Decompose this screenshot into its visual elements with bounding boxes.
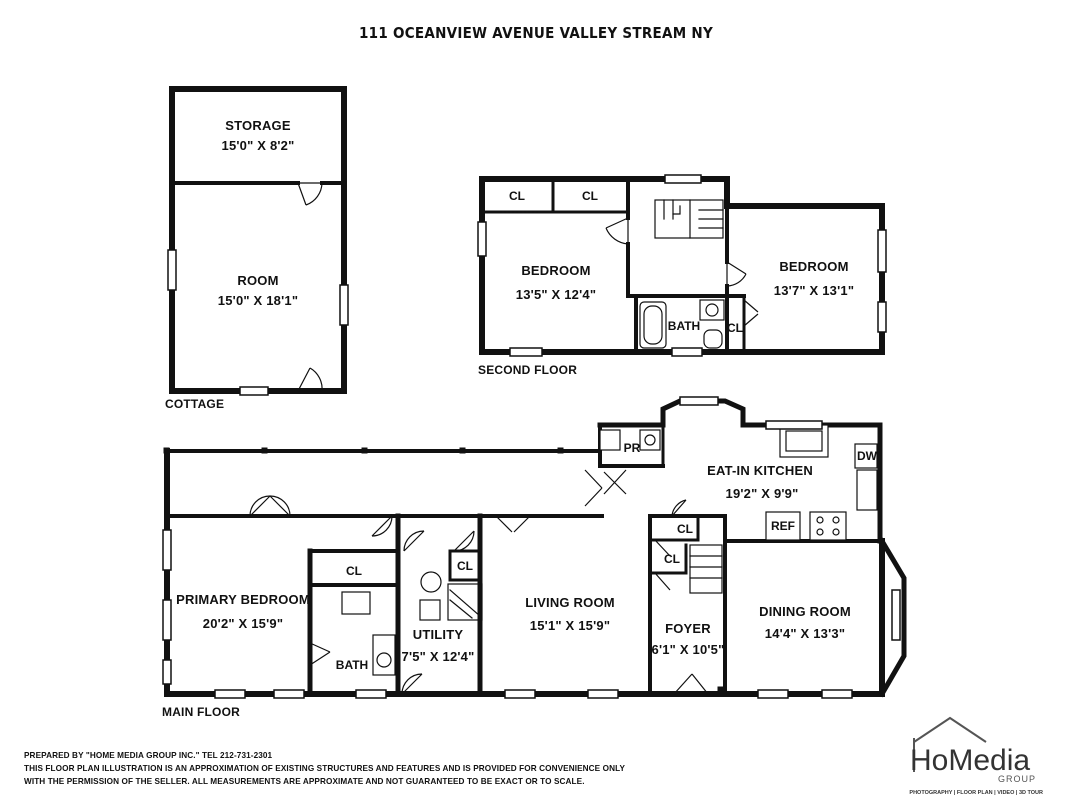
main-floor-label: MAIN FLOOR (162, 705, 240, 719)
cottage (167, 86, 349, 396)
foyer-dims: 6'1" X 10'5" (652, 642, 725, 657)
company-logo: HoMedia GROUP PHOTOGRAPHY | FLOOR PLAN |… (909, 716, 1043, 796)
refrigerator-label: REF (771, 519, 795, 533)
plan-title: 111 OCEANVIEW AVENUE VALLEY STREAM NY (359, 24, 713, 42)
storage-label: STORAGE (225, 118, 291, 133)
foyer-closet-label: CL (664, 552, 680, 566)
dining-room-label: DINING ROOM (759, 604, 851, 619)
powder-room-label: PR (624, 441, 641, 455)
logo-brand: HoMedia (910, 744, 1030, 777)
living-room-dims: 15'1" X 15'9" (530, 618, 610, 633)
kitchen-label: EAT-IN KITCHEN (707, 463, 813, 478)
disclaimer-line-3: WITH THE PERMISSION OF THE SELLER. ALL M… (24, 777, 585, 786)
storage-dims: 15'0" X 8'2" (222, 138, 295, 153)
primary-bedroom-dims: 20'2" X 15'9" (203, 616, 283, 631)
logo-group: GROUP (998, 774, 1036, 784)
closet-label-2: CL (582, 189, 598, 203)
cottage-floor-label: COTTAGE (165, 397, 224, 411)
logo-tagline: PHOTOGRAPHY | FLOOR PLAN | VIDEO | 3D TO… (909, 790, 1043, 796)
bedroom-left-label: BEDROOM (521, 263, 590, 278)
utility-label: UTILITY (413, 627, 464, 642)
dishwasher-label: DW (857, 449, 878, 463)
kitchen-dims: 19'2" X 9'9" (726, 486, 799, 501)
main-bath-label: BATH (336, 658, 368, 672)
disclaimer-line-2: THIS FLOOR PLAN ILLUSTRATION IS AN APPRO… (24, 764, 626, 773)
utility-closet-label: CL (457, 559, 473, 573)
cottage-doors (297, 182, 323, 392)
closet-label-3: CL (727, 321, 743, 335)
cottage-room-dims: 15'0" X 18'1" (218, 293, 298, 308)
bedroom-right-label: BEDROOM (779, 259, 848, 274)
dining-room-dims: 14'4" X 13'3" (765, 626, 845, 641)
bedroom-right-dims: 13'7" X 13'1" (774, 283, 854, 298)
main-floor-doors (249, 469, 760, 695)
foyer-closet-top-label: CL (677, 522, 693, 536)
second-floor-label: SECOND FLOOR (478, 363, 577, 377)
bedroom-left-dims: 13'5" X 12'4" (516, 287, 596, 302)
cottage-room-label: ROOM (237, 273, 278, 288)
living-room-label: LIVING ROOM (525, 595, 615, 610)
disclaimer-line-1: PREPARED BY "HOME MEDIA GROUP INC." TEL … (24, 751, 273, 760)
second-floor-doors (500, 211, 759, 327)
primary-closet-label: CL (346, 564, 362, 578)
second-bath-label: BATH (668, 319, 700, 333)
primary-bedroom-label: PRIMARY BEDROOM (176, 592, 310, 607)
utility-dims: 7'5" X 12'4" (402, 649, 475, 664)
closet-label-1: CL (509, 189, 525, 203)
main-floor (162, 396, 907, 699)
second-floor (477, 174, 887, 357)
foyer-label: FOYER (665, 621, 711, 636)
